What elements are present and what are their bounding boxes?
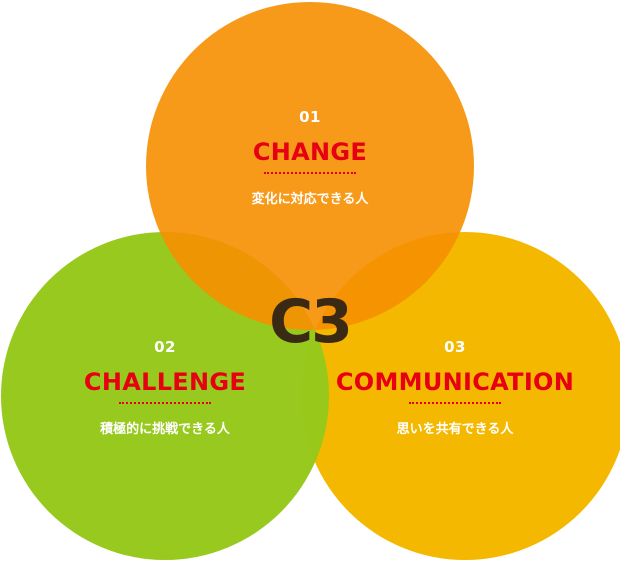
circle-label-communication: 03 COMMUNICATION 思いを共有できる人 [305, 338, 605, 438]
circle-change [146, 2, 474, 330]
circle-description: 変化に対応できる人 [251, 192, 369, 207]
circle-description: 思いを共有できる人 [396, 422, 514, 437]
dotted-divider [409, 402, 501, 404]
circle-number: 01 [299, 108, 321, 126]
dotted-divider [119, 402, 211, 404]
circle-title: CHALLENGE [83, 368, 247, 396]
circle-label-change: 01 CHANGE 変化に対応できる人 [160, 108, 460, 208]
circle-description: 積極的に挑戦できる人 [100, 422, 230, 437]
circle-number: 02 [154, 338, 176, 356]
circle-number: 03 [444, 338, 466, 356]
circle-label-challenge: 02 CHALLENGE 積極的に挑戦できる人 [15, 338, 315, 438]
circle-title: CHANGE [252, 138, 368, 166]
center-label: C3 [269, 287, 353, 357]
dotted-divider [264, 172, 356, 174]
circle-communication [301, 232, 620, 560]
circle-title: COMMUNICATION [335, 368, 575, 396]
